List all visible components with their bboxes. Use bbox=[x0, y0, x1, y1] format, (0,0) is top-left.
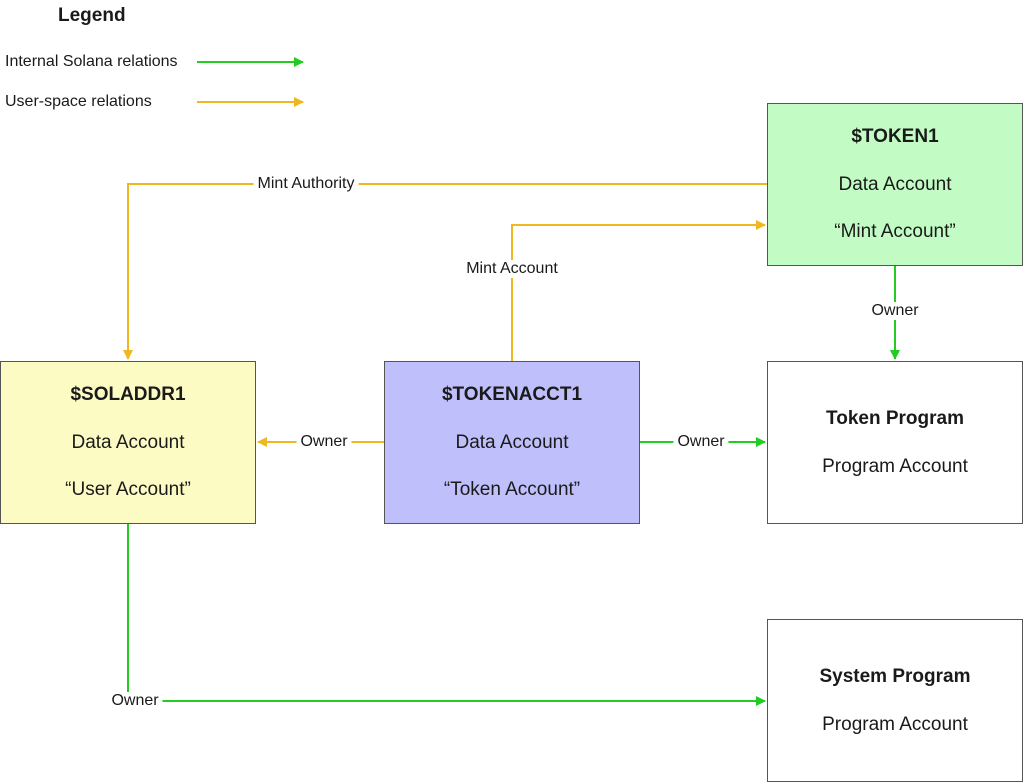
legend-internal-label: Internal Solana relations bbox=[5, 53, 178, 70]
token1-owner-label: Owner bbox=[867, 302, 923, 320]
node-role: “User Account” bbox=[65, 479, 191, 500]
soladdr1-owner-label: Owner bbox=[107, 692, 163, 710]
node-type: Program Account bbox=[822, 714, 968, 735]
token1-node: $TOKEN1 Data Account “Mint Account” bbox=[767, 103, 1023, 266]
node-title: $TOKENACCT1 bbox=[441, 384, 583, 405]
mint-authority-edge bbox=[123, 183, 767, 360]
node-role: “Mint Account” bbox=[834, 221, 956, 242]
soladdr1-node: $SOLADDR1 Data Account “User Account” bbox=[0, 361, 256, 524]
soladdr1-owner-edge bbox=[127, 524, 766, 706]
node-type: Program Account bbox=[822, 456, 968, 477]
tokenacct1-node: $TOKENACCT1 Data Account “Token Account” bbox=[384, 361, 640, 524]
tokenacct1-user-owner-label: Owner bbox=[296, 433, 352, 451]
node-title: Token Program bbox=[826, 408, 964, 429]
node-type: Data Account bbox=[838, 174, 952, 195]
legend-user-space-label: User-space relations bbox=[5, 93, 152, 110]
node-role: “Token Account” bbox=[443, 479, 581, 500]
node-title: System Program bbox=[819, 666, 971, 687]
node-type: Data Account bbox=[455, 432, 569, 453]
tokenacct1-program-owner-label: Owner bbox=[673, 433, 729, 451]
node-title: $TOKEN1 bbox=[851, 126, 939, 147]
legend-title: Legend bbox=[58, 5, 126, 26]
token-program-node: Token Program Program Account bbox=[767, 361, 1023, 524]
mint-account-edge bbox=[511, 220, 766, 361]
node-type: Data Account bbox=[71, 432, 185, 453]
mint-account-label: Mint Account bbox=[462, 260, 562, 278]
mint-authority-label: Mint Authority bbox=[253, 175, 359, 193]
system-program-node: System Program Program Account bbox=[767, 619, 1023, 782]
node-title: $SOLADDR1 bbox=[70, 384, 186, 405]
